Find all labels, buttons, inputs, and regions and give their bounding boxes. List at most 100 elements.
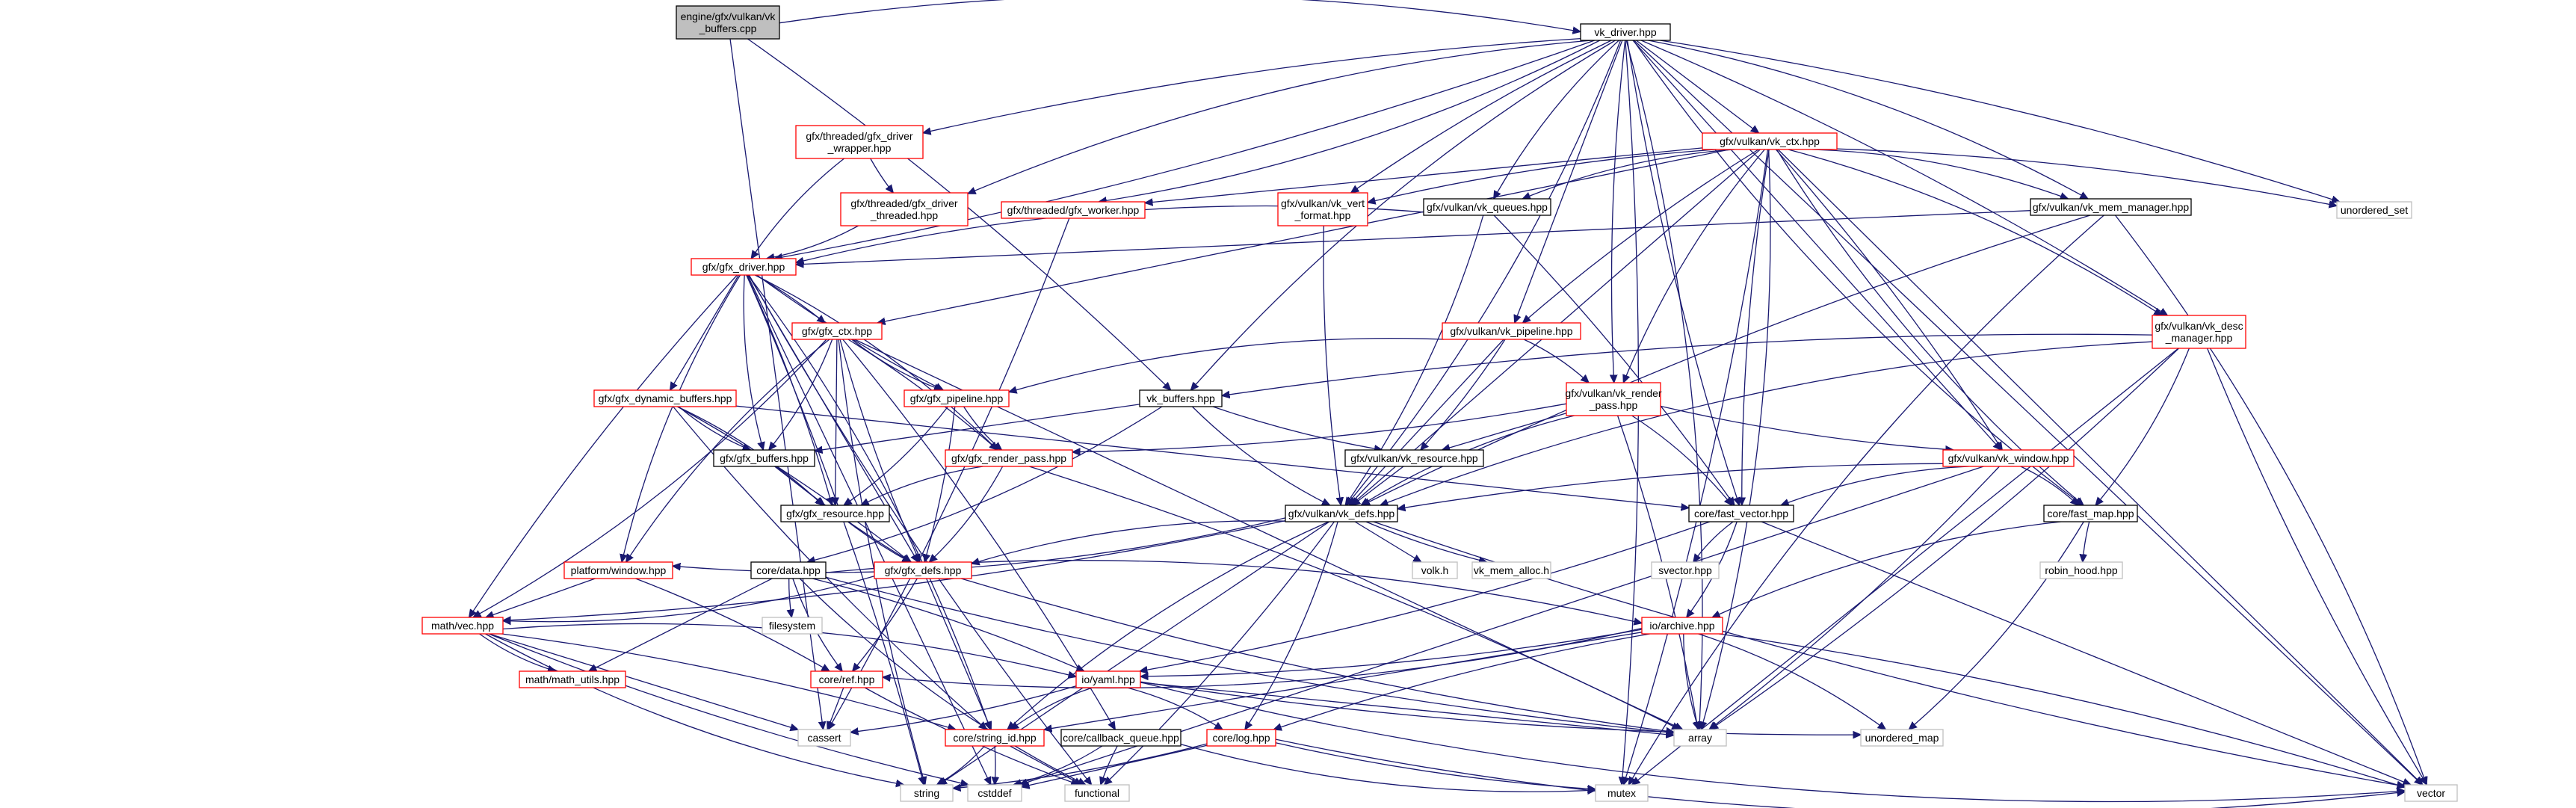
edge-vk_defs-to-string_id <box>1007 521 1329 730</box>
edge-line <box>812 578 1084 671</box>
node-vk-queues[interactable]: gfx/vulkan/vk_queues.hpp <box>1423 198 1551 216</box>
edge-line <box>1633 40 2083 505</box>
edge-vk_driver-to-fast_map <box>1633 40 2083 505</box>
edge-line <box>861 466 983 505</box>
node-string-id[interactable]: core/string_id.hpp <box>945 729 1045 747</box>
node-label: gfx/vulkan/vk_resource.hpp <box>1350 452 1478 464</box>
node-gfx-render-pass[interactable]: gfx/gfx_render_pass.hpp <box>945 449 1073 467</box>
edge-line <box>1711 348 2179 730</box>
node-vk-desc-manager[interactable]: gfx/vulkan/vk_desc_manager.hpp <box>2152 315 2246 349</box>
node-gfx-driver[interactable]: gfx/gfx_driver.hpp <box>691 258 797 276</box>
edge-gfx_driver_threaded-to-gfx_driver <box>767 225 859 259</box>
edge-vk_driver-to-gfx_driver_wrapper <box>923 37 1581 133</box>
node-label: string <box>914 787 939 799</box>
node-gfx-worker[interactable]: gfx/threaded/gfx_worker.hpp <box>1001 201 1146 219</box>
node-gfx-pipeline[interactable]: gfx/gfx_pipeline.hpp <box>904 389 1010 407</box>
node-vk-defs[interactable]: gfx/vulkan/vk_defs.hpp <box>1285 505 1398 522</box>
node-core-log[interactable]: core/log.hpp <box>1206 729 1276 747</box>
node-gfx-driver-threaded[interactable]: gfx/threaded/gfx_driver_threaded.hpp <box>840 192 969 226</box>
node-math-vec[interactable]: math/vec.hpp <box>421 617 504 635</box>
edge-line <box>1273 633 1650 730</box>
edge-line <box>1029 466 1680 730</box>
node-vk-pipeline[interactable]: gfx/vulkan/vk_pipeline.hpp <box>1442 322 1581 340</box>
edge-gfx_ctx-to-gfx_resource <box>835 339 837 505</box>
edge-gfx_driver-to-math_vec <box>469 274 738 617</box>
node-vector: vector <box>2404 784 2458 802</box>
edge-math_vec-to-math_utils <box>479 633 556 671</box>
edge-gfx_driver-to-gfx_dynamic_buffers <box>670 274 739 390</box>
node-math-utils[interactable]: math/math_utils.hpp <box>519 670 626 688</box>
edge-vk_driver-to-vk_queues <box>1494 40 1619 199</box>
edge-line <box>1628 215 2104 785</box>
node-gfx-driver-wrapper[interactable]: gfx/threaded/gfx_driver_wrapper.hpp <box>795 125 924 159</box>
node-data[interactable]: core/data.hpp <box>750 561 827 579</box>
node-vk-render-pass[interactable]: gfx/vulkan/vk_render_pass.hpp <box>1565 382 1662 416</box>
edge-line <box>815 404 1140 451</box>
node-io-archive[interactable]: io/archive.hpp <box>1641 617 1723 635</box>
node-vk-ctx[interactable]: gfx/vulkan/vk_ctx.hpp <box>1702 132 1838 150</box>
node-vk-mem-manager[interactable]: gfx/vulkan/vk_mem_manager.hpp <box>2030 198 2192 216</box>
node-box <box>1001 201 1146 219</box>
node-vk-vert-format[interactable]: gfx/vulkan/vk_vert_format.hpp <box>1277 192 1368 226</box>
node-volk: volk.h <box>1412 561 1458 579</box>
node-box <box>1412 561 1458 579</box>
node-gfx-resource[interactable]: gfx/gfx_resource.hpp <box>780 505 890 522</box>
edge-vk_resource-to-vk_defs <box>1353 466 1404 505</box>
edge-callback_queue-to-mutex <box>1180 744 1596 792</box>
node-fast-map[interactable]: core/fast_map.hpp <box>2043 505 2138 522</box>
edge-line <box>670 274 739 390</box>
edge-callback_queue-to-functional <box>1101 745 1118 785</box>
edge-vk_pipeline-to-vk_resource <box>1421 339 1506 450</box>
edge-line <box>677 406 911 562</box>
edge-gfx_driver-to-gfx_render_pass <box>755 274 997 450</box>
edge-vk_driver-to-vk_window <box>1632 40 2001 450</box>
edge-line <box>1349 339 1504 505</box>
edge-vk_defs-to-math_vec <box>503 519 1286 621</box>
edge-vk_driver-to-gfx_worker <box>1099 40 1601 202</box>
node-io-yaml[interactable]: io/yaml.hpp <box>1075 670 1141 688</box>
node-callback-queue[interactable]: core/callback_queue.hpp <box>1060 729 1182 747</box>
node-label: core/string_id.hpp <box>953 732 1037 744</box>
edge-line <box>1351 40 1612 193</box>
node-gfx-buffers[interactable]: gfx/gfx_buffers.hpp <box>713 449 815 467</box>
edge-line <box>1788 149 2162 315</box>
edge-vk_driver-to-vk_ctx <box>1636 40 1759 133</box>
node-label: svector.hpp <box>1658 564 1712 576</box>
edge-vk_desc_manager-to-fast_map <box>2095 348 2190 505</box>
node-vk-window[interactable]: gfx/vulkan/vk_window.hpp <box>1942 449 2075 467</box>
node-box <box>1064 784 1130 802</box>
edge-math_vec-to-cassert <box>489 633 799 730</box>
node-label: _threaded.hpp <box>870 209 939 221</box>
edge-line <box>1140 682 2405 803</box>
node-fast-vector[interactable]: core/fast_vector.hpp <box>1688 505 1794 522</box>
edge-gfx_ctx-to-gfx_buffers <box>769 339 833 450</box>
node-gfx-ctx[interactable]: gfx/gfx_ctx.hpp <box>791 322 883 340</box>
node-root[interactable]: engine/gfx/vulkan/vk_buffers.cpp <box>676 5 780 40</box>
node-label: gfx/vulkan/vk_mem_manager.hpp <box>2033 201 2190 213</box>
edge-gfx_driver-to-gfx_resource <box>746 274 832 505</box>
edge-vk_desc_manager-to-vk_buffers <box>1222 333 2153 395</box>
node-box <box>1942 449 2075 467</box>
edge-line <box>1354 521 1421 562</box>
node-gfx-dynamic-buffers[interactable]: gfx/gfx_dynamic_buffers.hpp <box>593 389 737 407</box>
node-gfx-defs[interactable]: gfx/gfx_defs.hpp <box>874 561 972 579</box>
node-cstddef: cstddef <box>967 784 1022 802</box>
node-vk-driver[interactable]: vk_driver.hpp <box>1580 23 1671 41</box>
edge-vk_defs-to-functional <box>1105 521 1335 785</box>
node-box <box>563 561 673 579</box>
node-core-ref[interactable]: core/ref.hpp <box>810 670 883 688</box>
node-label: unordered_map <box>1865 732 1939 744</box>
node-vk-buffers[interactable]: vk_buffers.hpp <box>1139 389 1223 407</box>
edge-vk_defs-to-core_log <box>1245 521 1338 730</box>
edge-vk_mem_manager-to-gfx_driver <box>796 210 2031 265</box>
node-label: gfx/vulkan/vk_vert <box>1281 197 1365 209</box>
node-vk-resource[interactable]: gfx/vulkan/vk_resource.hpp <box>1344 449 1484 467</box>
node-platform-window[interactable]: platform/window.hpp <box>563 561 673 579</box>
node-box <box>2030 198 2192 216</box>
node-label: gfx/gfx_pipeline.hpp <box>910 392 1004 404</box>
edge-vk_driver-to-vk_render_pass <box>1612 40 1626 383</box>
edge-vk_ctx-to-vk_window <box>1775 149 2002 450</box>
node-label: vector <box>2417 787 2445 799</box>
node-label: gfx/gfx_defs.hpp <box>885 564 962 576</box>
